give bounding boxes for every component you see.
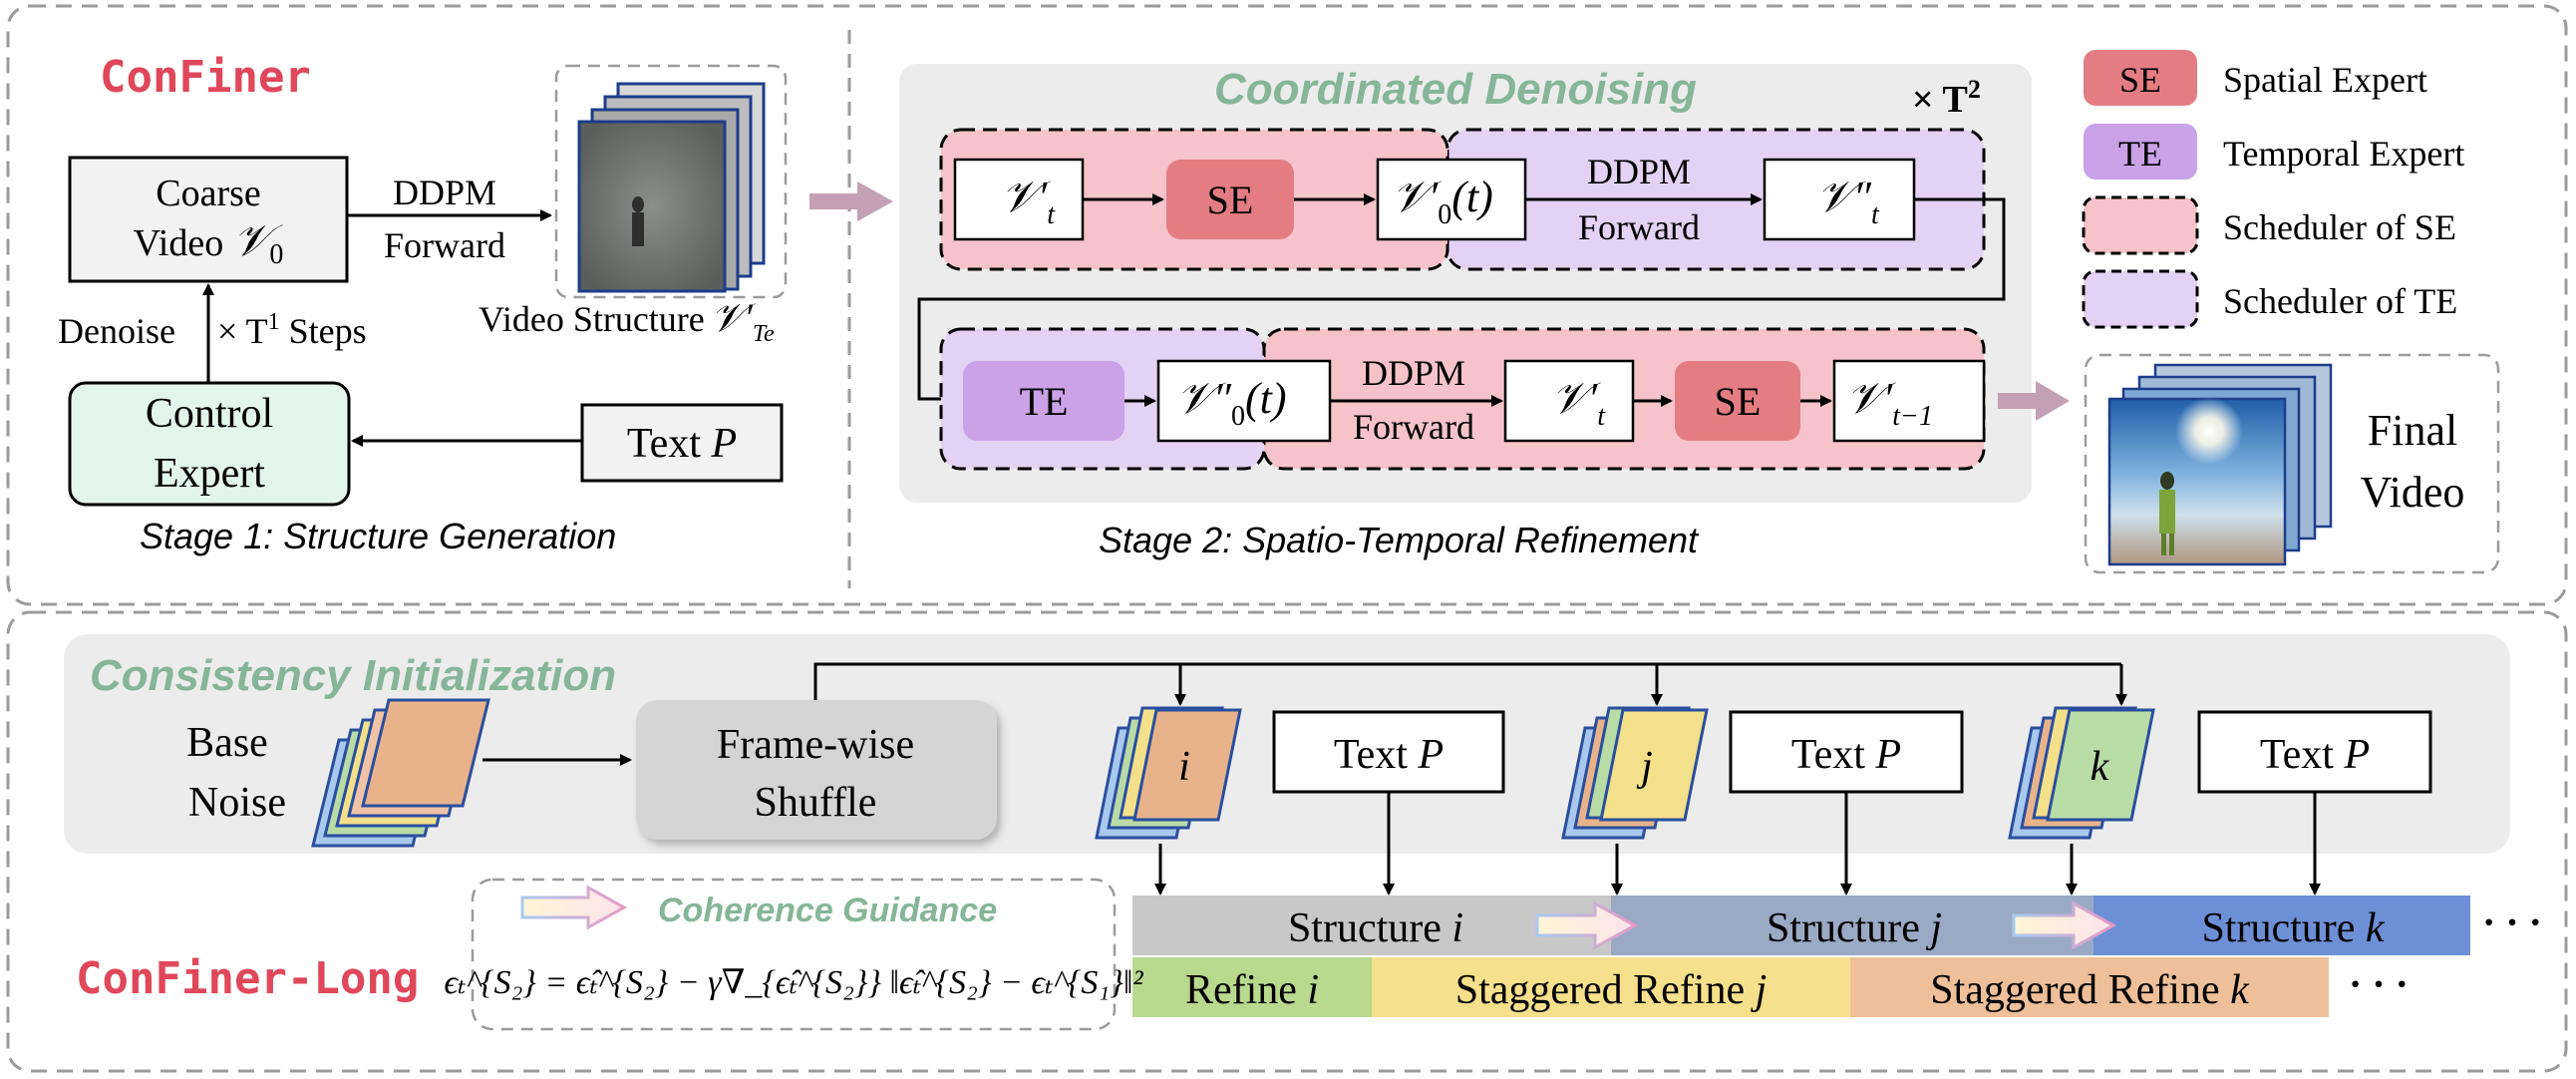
- row2-v1-label: 𝒱′t: [1551, 374, 1606, 432]
- denoise-steps-label: × T1 Steps: [217, 309, 367, 351]
- legend-te-swatch: [2084, 124, 2197, 180]
- bottom-section-frame: [6, 610, 2568, 1073]
- legend-sched-se-label: Scheduler of SE: [2223, 207, 2456, 247]
- structure-ellipsis: · · ·: [2482, 899, 2542, 944]
- control-expert-line1: Control: [146, 391, 273, 437]
- legend-sched-te-swatch: [2082, 269, 2199, 329]
- refine-label-j: Staggered Refine j: [1455, 967, 1768, 1013]
- coherence-guidance-title: Coherence Guidance: [658, 892, 997, 929]
- refine-ellipsis: · · ·: [2349, 961, 2409, 1006]
- refine-bar-j: [1372, 957, 1850, 1017]
- row2-se-box: [1675, 361, 1800, 441]
- frame-stack-j: [1561, 706, 1709, 840]
- structure-bar-k: [2093, 896, 2470, 955]
- stage1-ddpm-label: DDPM: [393, 173, 496, 212]
- refine-label-k: Staggered Refine k: [1930, 967, 2250, 1013]
- row1-v0-label: 𝒱′0(t): [1392, 173, 1493, 230]
- base-noise-stack: [311, 698, 490, 848]
- frame-label-k: k: [2091, 744, 2110, 790]
- row1-forward-label: Forward: [1578, 207, 1700, 247]
- structure-bar-i: [1132, 896, 1611, 955]
- frame-label-j: j: [1636, 744, 1653, 790]
- row2-v2-box: [1832, 359, 1986, 443]
- row2-v1-box: [1503, 359, 1635, 443]
- frame-stack-k: [2008, 706, 2155, 840]
- coordinated-denoising-title: Coordinated Denoising: [1214, 65, 1697, 114]
- stage1-text-label: Text P: [627, 421, 737, 467]
- row-connector-arrow: [917, 197, 2006, 405]
- row2-se-label: SE: [1715, 379, 1762, 424]
- text-box-k-label: Text P: [2260, 732, 2370, 778]
- row2-te-label: TE: [1020, 379, 1069, 424]
- consistency-title: Consistency Initialization: [90, 651, 616, 700]
- shuffle-branch-line: [813, 662, 2121, 700]
- control-expert-box: [68, 381, 351, 507]
- text-box-k: [2197, 710, 2432, 794]
- stage2-caption: Stage 2: Spatio-Temporal Refinement: [1099, 520, 1700, 560]
- coarse-video-line1: Coarse: [156, 173, 261, 214]
- text-box-i: [1272, 710, 1505, 794]
- legend-se-abbr: SE: [2119, 60, 2161, 100]
- video-structure-frame: [554, 64, 788, 299]
- final-video-frame: [2084, 353, 2500, 574]
- legend-te-label: Temporal Expert: [2223, 134, 2464, 174]
- coarse-video-line2: Video 𝒱0: [134, 216, 284, 270]
- confiner-brand: ConFiner: [100, 52, 311, 103]
- shuffle-line2: Shuffle: [755, 780, 877, 826]
- legend-te-abbr: TE: [2118, 134, 2162, 174]
- coherence-guidance-arrow: [520, 885, 628, 930]
- row1-v2-label: 𝒱″t: [1816, 173, 1880, 230]
- legend-sched-se-swatch: [2082, 195, 2199, 255]
- base-noise-line1: Base: [186, 720, 268, 766]
- noisy-frames-stack: [577, 82, 766, 293]
- confiner-long-brand: ConFiner-Long: [76, 953, 419, 1004]
- final-video-stack: [2107, 363, 2333, 566]
- coherence-guidance-box: [471, 878, 1117, 1031]
- row1-se-label: SE: [1207, 178, 1254, 222]
- final-video-line1: Final: [2368, 406, 2457, 455]
- frame-stack-i: [1095, 706, 1242, 840]
- row2-te-box: [963, 361, 1125, 441]
- refine-bar-i: [1132, 957, 1372, 1017]
- stage1-caption: Stage 1: Structure Generation: [140, 516, 616, 556]
- coarse-video-box: [68, 156, 349, 283]
- times-t2-label: × T2: [1912, 75, 1981, 121]
- stage1-text-box: [580, 403, 784, 483]
- stage2-to-final-arrow: [1998, 381, 2070, 421]
- row1-v1-label: 𝒱′t: [1001, 173, 1056, 230]
- top-section-frame: [6, 4, 2568, 606]
- shuffle-line1: Frame-wise: [717, 722, 914, 768]
- structure-label-j: Structure j: [1767, 905, 1942, 951]
- text-box-j-label: Text P: [1791, 732, 1901, 778]
- structure-transition-arrow-jk: [2012, 900, 2117, 950]
- stage1-forward-label: Forward: [384, 225, 505, 265]
- base-noise-line2: Noise: [188, 780, 286, 826]
- structure-label-i: Structure i: [1288, 905, 1463, 951]
- refine-label-i: Refine i: [1185, 967, 1319, 1013]
- refine-bar-k: [1850, 957, 2329, 1017]
- frame-wise-shuffle-box: [636, 700, 997, 840]
- structure-transition-arrow-ij: [1535, 900, 1639, 950]
- final-video-line2: Video: [2361, 468, 2465, 517]
- row2-v0-label: 𝒱″0(t): [1176, 374, 1287, 432]
- frame-label-i: i: [1178, 744, 1190, 790]
- legend-sched-te-label: Scheduler of TE: [2223, 281, 2457, 321]
- row2-forward-label: Forward: [1353, 407, 1474, 447]
- stage1-to-stage2-arrow: [809, 181, 893, 221]
- row1-se-box: [1166, 160, 1294, 239]
- row2-v2-label: 𝒱′t−1: [1846, 374, 1933, 432]
- control-expert-line2: Expert: [154, 451, 265, 497]
- row2-ddpm-label: DDPM: [1362, 353, 1465, 393]
- row1-ddpm-label: DDPM: [1587, 152, 1691, 191]
- legend-se-swatch: [2084, 50, 2197, 106]
- denoise-label: Denoise: [58, 311, 175, 351]
- structure-label-k: Structure k: [2201, 905, 2385, 951]
- coherence-formula: ϵₜ^{S₂} = ϵ̂ₜ^{S₂} − γ∇_{ϵ̂ₜ^{S₂}} ‖ϵ̂ₜ^…: [444, 964, 1143, 1001]
- row2-v0-box: [1156, 359, 1332, 443]
- legend-se-label: Spatial Expert: [2223, 60, 2427, 100]
- text-box-i-label: Text P: [1334, 732, 1444, 778]
